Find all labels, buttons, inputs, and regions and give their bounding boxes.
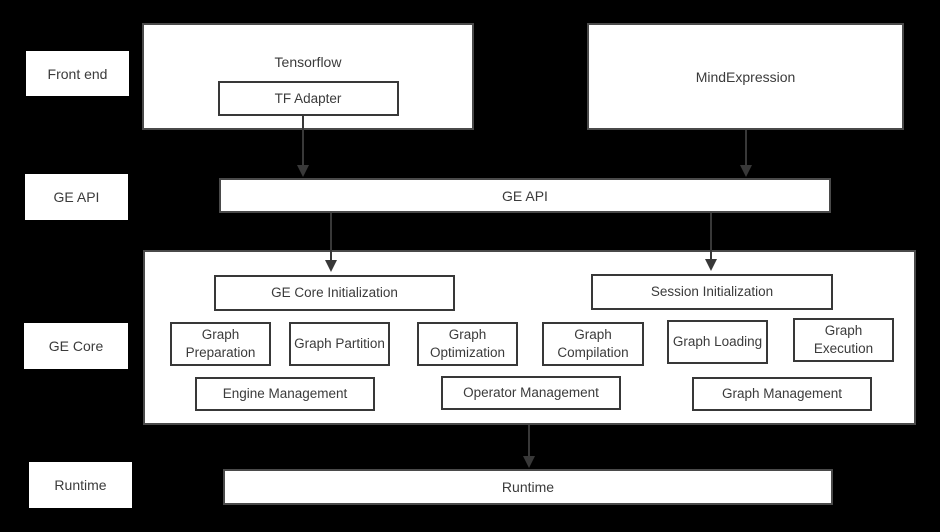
arrow-head-icon [297,165,309,177]
arrow-shaft [528,425,530,457]
mind-expression-box: MindExpression [587,23,904,130]
arrow-tf-adapter-to-ge-api [297,114,309,177]
engine-management-box: Engine Management [195,377,375,411]
row-label-ge-api: GE API [25,174,128,220]
graph-management-box: Graph Management [692,377,872,411]
graph-partition-box: Graph Partition [289,322,390,366]
tensorflow-label: Tensorflow [274,54,342,70]
graph-preparation-box: Graph Preparation [170,322,271,366]
arrow-head-icon [325,260,337,272]
arrow-shaft [330,213,332,261]
runtime-bar: Runtime [223,469,833,505]
graph-optimization-box: Graph Optimization [417,322,518,366]
row-label-runtime: Runtime [29,462,132,508]
operator-management-box: Operator Management [441,376,621,410]
graph-compilation-box: Graph Compilation [542,322,644,366]
ge-core-box: GE Core Initialization Session Initializ… [143,250,916,425]
graph-loading-box: Graph Loading [667,320,768,364]
arrow-shaft [745,130,747,166]
arrow-head-icon [740,165,752,177]
arrow-ge-core-to-runtime [523,425,535,468]
row-label-front-end: Front end [26,51,129,96]
tf-adapter-box: TF Adapter [217,81,399,116]
arrow-shaft [302,114,304,166]
arrow-mind-expression-to-ge-api [740,130,752,177]
arrow-head-icon [523,456,535,468]
arrow-ge-api-to-session-initialization [705,213,717,271]
arrow-head-icon [705,259,717,271]
ge-api-bar: GE API [219,178,831,213]
arrow-shaft [710,213,712,260]
graph-execution-box: Graph Execution [793,318,894,362]
tensorflow-box: Tensorflow TF Adapter [142,23,474,130]
ge-core-initialization-box: GE Core Initialization [214,275,455,311]
arrow-ge-api-to-ge-core-initialization [325,213,337,272]
session-initialization-box: Session Initialization [591,274,833,310]
row-label-ge-core: GE Core [24,323,128,369]
